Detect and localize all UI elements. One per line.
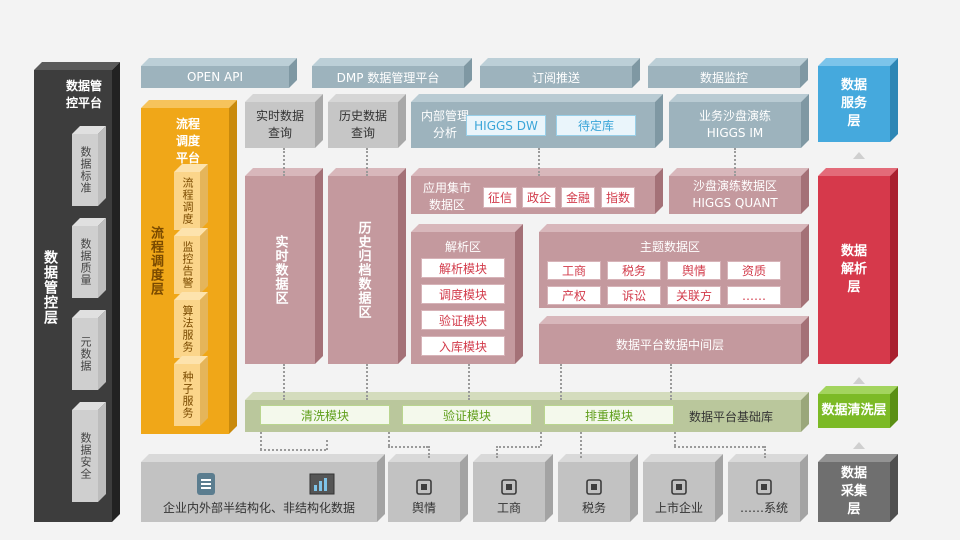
layer-block: 数据服务层 [818,58,898,142]
receipt-icon [583,476,605,498]
scheduling-item: 流程调度 [174,164,208,230]
governance-item: 元数据 [72,310,106,390]
pending-db-pill: 待定库 [556,115,636,136]
realtime-zone-label: 实时数据区 [272,235,288,305]
app-mart-item: 金融 [561,187,595,208]
base-library-item: 排重模块 [544,405,674,425]
parse-zone-title: 解析区 [444,240,481,254]
app-mart-item: 指数 [601,187,635,208]
source-label: ……系统 [739,501,788,515]
briefcase-icon [498,476,520,498]
sandbox-quant-label: 沙盘演练数据区 HIGGS QUANT [692,179,778,210]
source-box: ……系统 [728,454,808,522]
layer-block: 数据清洗层 [818,386,898,428]
scheduling-title: 流程调度平台 [175,117,200,165]
higgs-dw-pill: HIGGS DW [466,115,546,136]
scheduling-item-label: 算法服务 [181,305,194,353]
parse-item: 验证模块 [421,310,505,330]
scheduling-item: 算法服务 [174,292,208,358]
governance-item-label: 数据安全 [79,432,92,480]
service-bar-label: OPEN API [186,70,244,84]
realtime-query-box: 实时数据查询 [245,94,323,148]
layer-label: 数据清洗层 [821,402,887,418]
governance-item-label: 数据质量 [79,238,92,286]
layer-block: 数据解析层 [818,168,898,364]
app-mart-label: 应用集市数据区 [422,181,471,212]
scheduling-item-label: 监控告警 [181,241,194,289]
parse-item: 入库模块 [421,336,505,356]
source-box: 企业内外部半结构化、非结构化数据 [141,454,385,522]
middle-layer: 数据平台数据中间层 [539,316,809,364]
parse-item: 解析模块 [421,258,505,278]
history-query-box: 历史数据查询 [328,94,406,148]
theme-item: 工商 [547,261,601,280]
theme-item: 诉讼 [607,286,661,305]
governance-item-label: 元数据 [79,336,92,372]
sandbox-im-label: 业务沙盘演练 HIGGS IM [698,109,771,140]
source-label: 上市企业 [654,501,703,515]
sandbox-im-box: 业务沙盘演练 HIGGS IM [669,94,809,148]
source-box: 税务 [558,454,638,522]
theme-item: 资质 [727,261,781,280]
service-bar-item: DMP 数据管理平台 [312,58,472,88]
realtime-zone: 实时数据区 [245,168,323,364]
service-bar-label: 订阅推送 [531,70,580,85]
theme-item: 税务 [607,261,661,280]
document-icon [195,472,335,496]
governance-item: 数据标准 [72,126,106,206]
governance-item-label: 数据标准 [79,146,92,194]
service-bar-label: 数据监控 [699,70,748,85]
source-label: 舆情 [411,501,436,515]
service-bar-item: 订阅推送 [480,58,640,88]
base-library-item: 清洗模块 [260,405,390,425]
gears-icon [753,476,775,498]
layer-block: 数据采集层 [818,454,898,522]
source-box: 舆情 [388,454,468,522]
theme-item: 产权 [547,286,601,305]
scheduling-item-label: 流程调度 [181,177,194,225]
theme-item: 关联方 [667,286,721,305]
source-label: 工商 [496,501,521,515]
scheduling-item: 种子服务 [174,356,208,426]
source-box: 工商 [473,454,553,522]
building-icon [668,476,690,498]
history-query-label: 历史数据查询 [338,109,387,140]
middle-layer-label: 数据平台数据中间层 [615,337,724,352]
theme-item: 舆情 [667,261,721,280]
internal-analysis-label: 内部管理分析 [420,109,469,141]
governance-item: 数据安全 [72,402,106,502]
archive-zone: 历史归档数据区 [328,168,406,364]
source-box: 上市企业 [643,454,723,522]
theme-zone-title: 主题数据区 [639,240,700,254]
layer-label: 数据服务层 [840,77,867,130]
search-chart-icon [413,476,435,498]
governance-item: 数据质量 [72,218,106,298]
realtime-query-label: 实时数据查询 [255,109,304,140]
archive-zone-label: 历史归档数据区 [355,221,371,319]
sandbox-quant-zone: 沙盘演练数据区 HIGGS QUANT [669,168,809,214]
service-bar-item: OPEN API [141,58,297,88]
scheduling-item: 监控告警 [174,228,208,294]
theme-item: …… [727,286,781,305]
scheduling-layer-label: 流程调度层 [148,226,163,296]
governance-title: 数据管控平台 [65,79,102,110]
source-label: 企业内外部半结构化、非结构化数据 [162,501,355,515]
parse-item: 调度模块 [421,284,505,304]
layer-label: 数据采集层 [840,465,867,518]
source-label: 税务 [581,501,606,515]
scheduling-item-label: 种子服务 [181,371,194,419]
base-library-item: 验证模块 [402,405,532,425]
layer-label: 数据解析层 [840,243,867,296]
governance-layer-label: 数据管控层 [42,250,58,325]
service-bar-item: 数据监控 [648,58,808,88]
base-library-label: 数据平台基础库 [689,410,774,424]
service-bar-label: DMP 数据管理平台 [336,70,440,85]
app-mart-item: 征信 [483,187,517,208]
app-mart-item: 政企 [522,187,556,208]
